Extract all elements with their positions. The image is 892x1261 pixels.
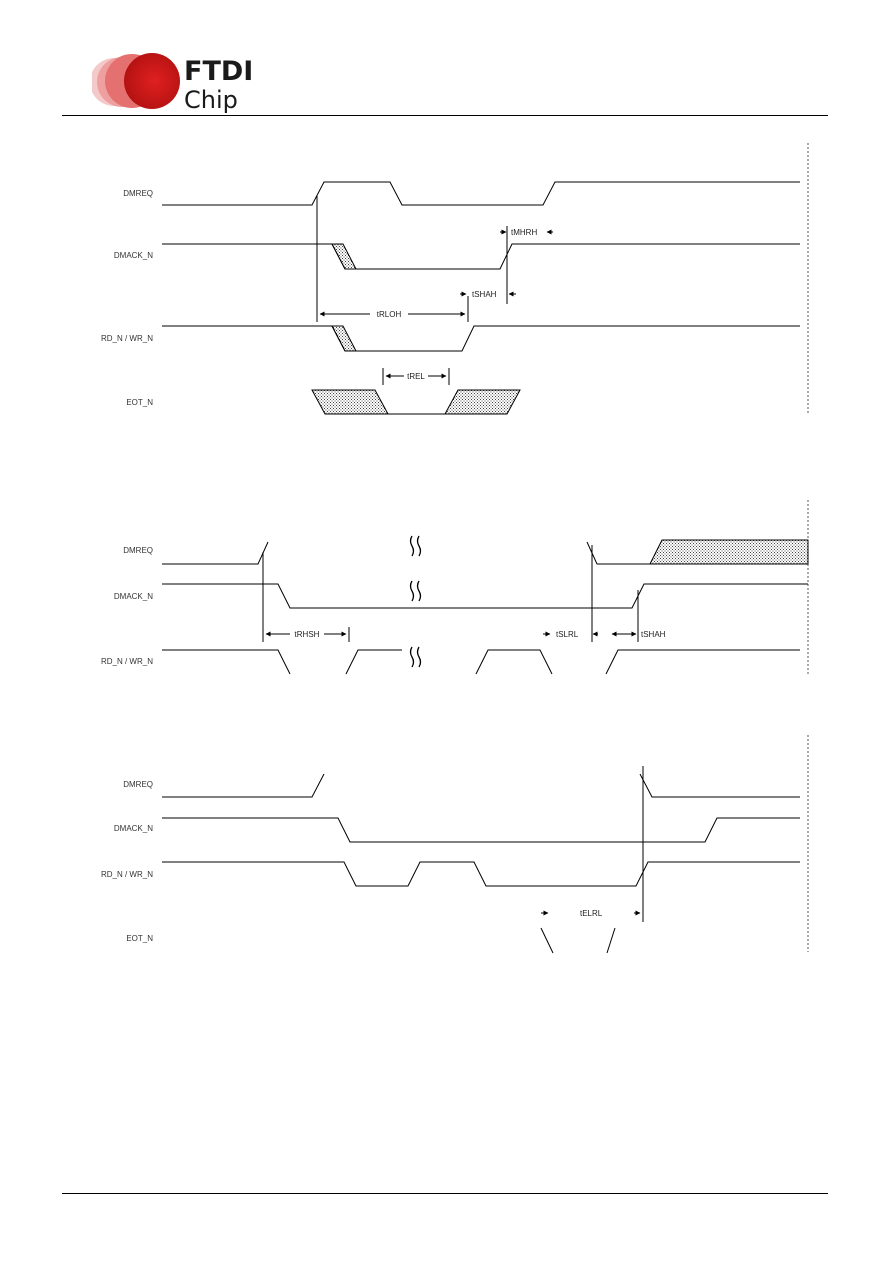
- logo-word-bottom: Chip: [184, 86, 238, 114]
- d3-label-dmreq: DMREQ: [123, 780, 153, 789]
- d2-wave-dmreq-b: [586, 541, 650, 565]
- d1-wave-rdwr: [162, 325, 800, 352]
- d2-break-2a: [409, 580, 415, 602]
- d1-eot-hatch-right: [444, 389, 521, 415]
- d2-break-3b: [416, 646, 422, 668]
- timing-diagram-1: DMREQ DMACK_N RD_N / WR_N EOT_N tRLOH tS…: [101, 143, 809, 415]
- logo-word-top: FTDI: [184, 56, 253, 87]
- d2-break-1a: [409, 535, 415, 557]
- d2-timing-tshah: tSHAH: [641, 630, 666, 639]
- d2-break-2b: [416, 580, 422, 602]
- d2-break-marks: [409, 535, 422, 668]
- d2-break-1b: [416, 535, 422, 557]
- d3-label-rdwr: RD_N / WR_N: [101, 870, 153, 879]
- d1-label-dmreq: DMREQ: [123, 189, 153, 198]
- d1-hatch-dmack: [331, 243, 357, 270]
- d1-hatch-rdwr: [331, 325, 357, 352]
- d3-wave-dmack: [162, 817, 800, 843]
- d2-label-dmreq: DMREQ: [123, 546, 153, 555]
- timing-diagram-2: DMREQ DMACK_N RD_N / WR_N tRHSH tSLRL: [101, 500, 809, 676]
- d3-wave-rdwr: [162, 861, 800, 887]
- d2-break-3a: [409, 646, 415, 668]
- d1-label-dmack: DMACK_N: [114, 251, 153, 260]
- d2-label-bg-1: [290, 629, 324, 639]
- d1-label-eot: EOT_N: [126, 398, 153, 407]
- d1-label-rdwr: RD_N / WR_N: [101, 334, 153, 343]
- d1-label-bg-1: [370, 309, 408, 319]
- d2-timing-tslrl: tSLRL: [556, 630, 579, 639]
- d1-timing-trloh: tRLOH: [377, 310, 402, 319]
- d2-label-rdwr: RD_N / WR_N: [101, 657, 153, 666]
- d3-wave-dmreq-a: [162, 773, 325, 798]
- d3-wave-eot-b: [606, 927, 616, 954]
- ftdi-chip-logo: FTDI Chip: [92, 53, 253, 114]
- header-rule: [62, 115, 828, 116]
- d1-eot-hatch-left: [311, 389, 389, 415]
- d2-wave-rdwr-b: [345, 649, 402, 675]
- d2-hatch-dmreq: [649, 539, 809, 565]
- d1-timing-tshah: tSHAH: [472, 290, 497, 299]
- d2-wave-rdwr-c: [475, 649, 553, 675]
- d1-timing-tmhrh: tMHRH: [511, 228, 537, 237]
- d2-wave-dmreq-a: [162, 541, 269, 565]
- d3-label-eot: EOT_N: [126, 934, 153, 943]
- d2-wave-dmack: [162, 583, 808, 609]
- d1-timing-trel: tREL: [407, 372, 425, 381]
- d2-label-dmack: DMACK_N: [114, 592, 153, 601]
- d1-label-bg-2: [404, 371, 428, 381]
- d1-wave-dmreq: [162, 181, 800, 206]
- d3-wave-dmreq-b: [639, 773, 800, 798]
- d3-timing-telrl: tELRL: [580, 909, 603, 918]
- timing-diagram-3: DMREQ DMACK_N RD_N / WR_N EOT_N tELRL: [101, 735, 809, 954]
- d2-wave-rdwr-a: [162, 649, 291, 675]
- d3-wave-eot-a: [540, 927, 554, 954]
- footer-rule: [62, 1193, 828, 1194]
- d3-label-dmack: DMACK_N: [114, 824, 153, 833]
- d1-wave-dmack: [162, 243, 800, 270]
- d2-wave-rdwr-d: [605, 649, 800, 675]
- d2-timing-trhsh: tRHSH: [295, 630, 320, 639]
